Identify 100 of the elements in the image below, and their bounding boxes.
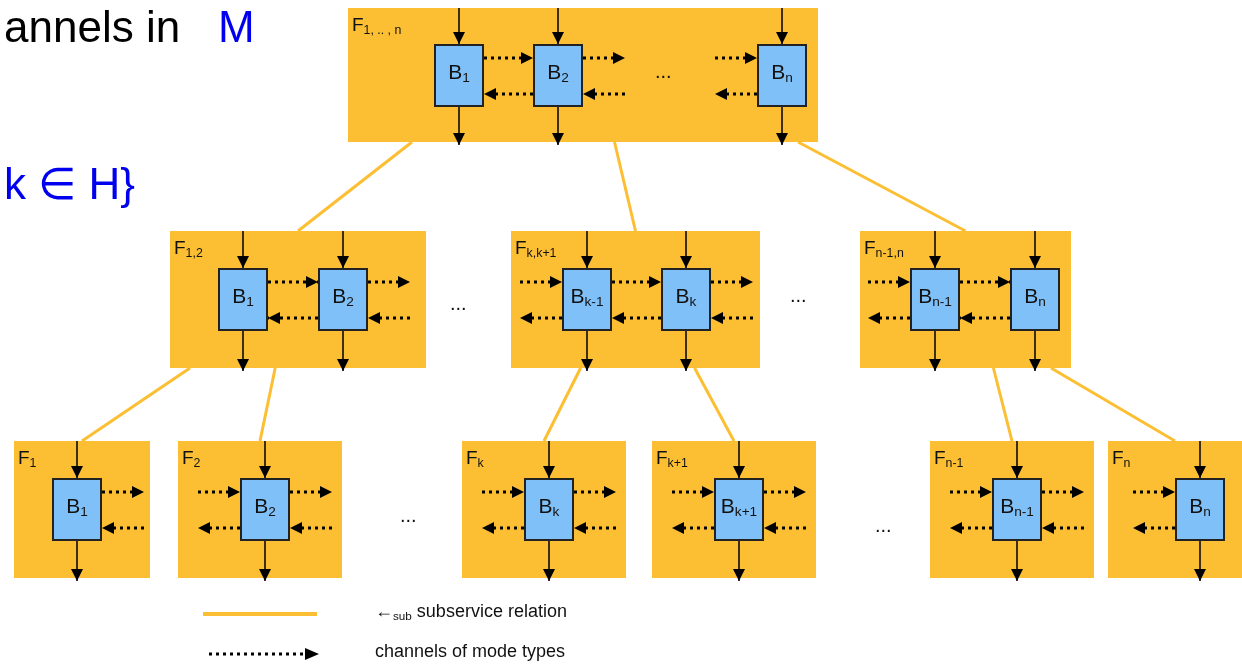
dotted-arrow: [102, 486, 144, 498]
component-box: [562, 268, 612, 331]
service-box: [652, 441, 816, 578]
service-title: F$_{n}$: [1112, 447, 1131, 473]
ellipsis: ...: [450, 292, 467, 315]
component-box: [1010, 268, 1060, 331]
arrow: [453, 106, 465, 146]
arrow: [776, 106, 788, 146]
component-label: B$_{n}$: [1189, 494, 1211, 522]
arrow: [929, 230, 941, 269]
component-label: B$_{1}$: [232, 284, 254, 312]
legend-text: channels of mode types: [375, 641, 566, 662]
component-box: [524, 478, 574, 541]
service-box: [170, 231, 426, 368]
service-box: [930, 441, 1094, 578]
service-box: [462, 441, 626, 578]
dotted-arrow: [1133, 522, 1175, 534]
component-label: B$_{n-1}$: [918, 284, 952, 312]
dotted-arrow: [268, 276, 318, 288]
dotted-arrow: [612, 276, 661, 288]
arrow: [543, 440, 555, 479]
component-label: B$_{2}$: [547, 60, 569, 88]
arrow: [1029, 230, 1041, 269]
dotted-arrow: [1042, 522, 1084, 534]
service-box: [860, 231, 1071, 368]
dotted-arrow: [484, 52, 533, 64]
dotted-arrow: [711, 276, 753, 288]
dotted-arrow: [715, 88, 757, 100]
dotted-arrow: [268, 312, 318, 324]
arrow: [1029, 330, 1041, 372]
arrow: [1194, 440, 1206, 479]
dotted-arrow: [290, 522, 332, 534]
connector-line: [1050, 366, 1176, 443]
service-title: F$_{n-1,n}$: [864, 237, 904, 263]
dotted-arrow: [102, 522, 144, 534]
arrow: [1194, 540, 1206, 582]
dotted-arrow: [484, 88, 533, 100]
arrow: [71, 540, 83, 582]
service-title: F$_{n-1}$: [934, 447, 964, 473]
service-box: [511, 231, 760, 368]
arrow: [581, 330, 593, 372]
component-box: [434, 44, 484, 107]
connector-line: [81, 366, 191, 443]
arrow: [259, 440, 271, 479]
dotted-arrow: [672, 522, 714, 534]
arrow: [237, 330, 249, 372]
connector-line: [297, 140, 413, 233]
component-box: [757, 44, 807, 107]
dotted-arrow: [612, 312, 661, 324]
arrow: [581, 230, 593, 269]
dotted-arrow: [520, 276, 562, 288]
connector-line: [797, 140, 967, 233]
dotted-arrow: [198, 486, 240, 498]
component-box: [992, 478, 1042, 541]
dotted-arrow: [583, 88, 625, 100]
component-box: [714, 478, 764, 541]
service-title: F$_{k}$: [466, 447, 484, 473]
arrow: [1011, 440, 1023, 479]
service-box: [178, 441, 342, 578]
dotted-arrow: [368, 276, 410, 288]
dotted-arrow: [290, 486, 332, 498]
dotted-arrow: [1042, 486, 1084, 498]
dotted-arrow: [764, 522, 806, 534]
dotted-arrow: [482, 522, 524, 534]
arrow: [733, 440, 745, 479]
service-title: F$_{1, .. , n}$: [352, 14, 402, 40]
dotted-arrow: [950, 486, 992, 498]
component-label: B$_{k-1}$: [570, 284, 604, 312]
component-box: [52, 478, 102, 541]
dotted-arrow: [368, 312, 410, 324]
component-label: B$_{1}$: [66, 494, 88, 522]
arrow: [552, 7, 564, 45]
service-title: F$_{k,k+1}$: [515, 237, 557, 263]
arrow: [552, 106, 564, 146]
component-box: [533, 44, 583, 107]
ellipsis: ...: [400, 504, 417, 527]
dotted-arrow: [574, 486, 616, 498]
component-label: B$_{1}$: [448, 60, 470, 88]
ellipsis: ...: [655, 60, 672, 83]
dotted-arrow: [868, 276, 910, 288]
component-box: [240, 478, 290, 541]
arrow: [776, 7, 788, 45]
service-title: F$_{1,2}$: [174, 237, 203, 263]
component-label: B$_{n-1}$: [1000, 494, 1034, 522]
service-title: F$_{2}$: [182, 447, 201, 473]
dotted-arrow: [1133, 486, 1175, 498]
dotted-arrow: [960, 276, 1010, 288]
ellipsis: ...: [790, 284, 807, 307]
dotted-arrow: [715, 52, 757, 64]
dotted-arrow: [198, 522, 240, 534]
dotted-arrow: [711, 312, 753, 324]
dotted-arrow: [583, 52, 625, 64]
dotted-arrow: [482, 486, 524, 498]
dotted-arrow: [764, 486, 806, 498]
arrow: [680, 230, 692, 269]
service-title: F$_{k+1}$: [656, 447, 688, 473]
component-box: [910, 268, 960, 331]
arrow: [453, 7, 465, 45]
component-box: [218, 268, 268, 331]
arrow: [1011, 540, 1023, 582]
